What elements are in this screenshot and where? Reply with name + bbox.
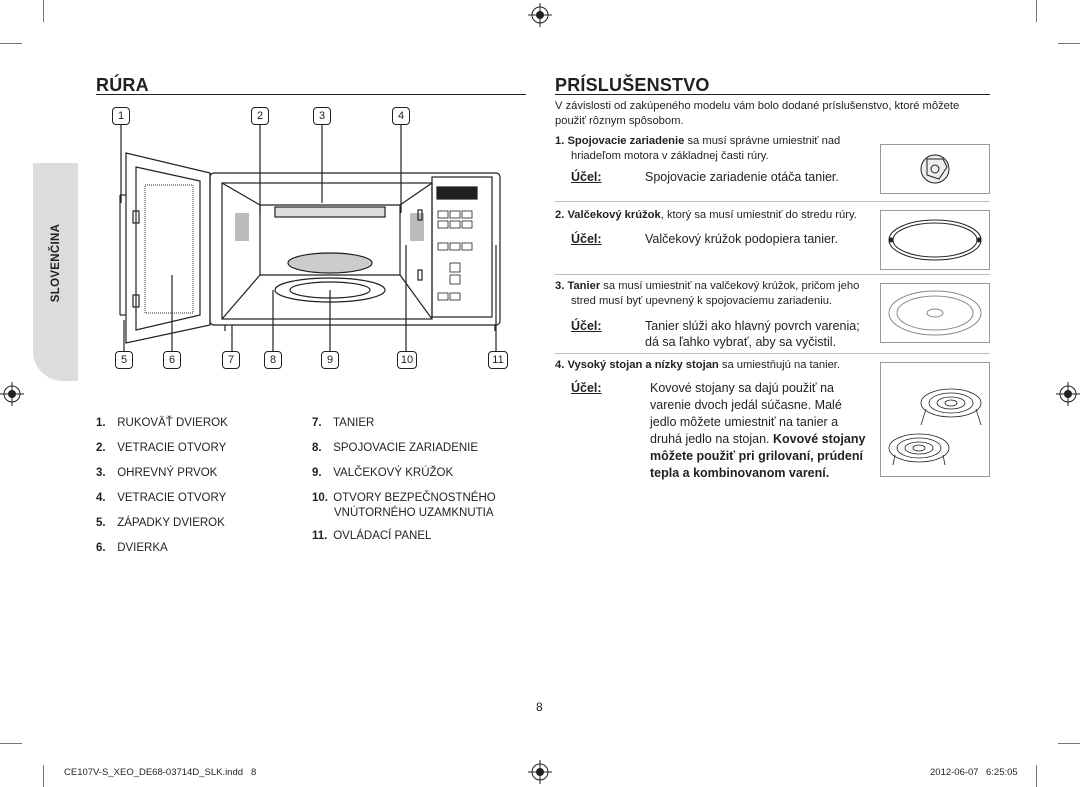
part-item: 10. OTVORY BEZPEČNOSTNÉHO bbox=[312, 492, 496, 504]
part-item: 7. TANIER bbox=[312, 417, 375, 429]
item-divider bbox=[555, 353, 990, 354]
footer-date: 2012-06-07 bbox=[930, 767, 979, 778]
part-item: 4. VETRACIE OTVORY bbox=[96, 492, 227, 504]
crop-mark bbox=[0, 43, 22, 44]
section-title-oven: RÚRA bbox=[96, 75, 149, 95]
part-item: 9. VALČEKOVÝ KRÚŽOK bbox=[312, 467, 454, 479]
registration-mark-icon bbox=[528, 3, 552, 27]
crop-mark bbox=[43, 0, 44, 22]
accessory-item-3: 3. Tanier sa musí umiestniť na valčekový… bbox=[555, 280, 860, 292]
item-divider bbox=[555, 274, 990, 275]
purpose-row: Účel:Spojovacie zariadenie otáča tanier. bbox=[571, 170, 839, 184]
language-side-tab: SLOVENČINA bbox=[33, 163, 78, 381]
callout-9: 9 bbox=[321, 351, 339, 369]
coupler-image bbox=[880, 144, 990, 194]
purpose-text: varenie dvoch jedál súčasne. Malé bbox=[650, 398, 842, 412]
part-item: 8. SPOJOVACIE ZARIADENIE bbox=[312, 442, 479, 454]
callout-3: 3 bbox=[313, 107, 331, 125]
racks-image bbox=[880, 362, 990, 477]
purpose-text-bold: môžete použiť pri grilovaní, prúdení bbox=[650, 449, 863, 463]
crop-mark bbox=[1036, 765, 1037, 787]
callout-7: 7 bbox=[222, 351, 240, 369]
callout-2: 2 bbox=[251, 107, 269, 125]
crop-mark bbox=[0, 743, 22, 744]
language-label: SLOVENČINA bbox=[49, 223, 62, 303]
crop-mark bbox=[43, 765, 44, 787]
registration-mark-icon bbox=[528, 760, 552, 784]
registration-mark-icon bbox=[0, 382, 24, 406]
callout-1: 1 bbox=[112, 107, 130, 125]
section-divider bbox=[555, 94, 990, 95]
turntable-image bbox=[880, 283, 990, 343]
intro-text: použiť rôznym spôsobom. bbox=[555, 115, 684, 127]
registration-mark-icon bbox=[1056, 382, 1080, 406]
accessory-item-3-line2: stred musí byť upevnený k spojovaciemu z… bbox=[571, 295, 833, 307]
page-number: 8 bbox=[536, 700, 543, 714]
callout-5: 5 bbox=[115, 351, 133, 369]
intro-text: V závislosti od zakúpeného modelu vám bo… bbox=[555, 100, 960, 112]
crop-mark bbox=[1036, 0, 1037, 22]
purpose-text: jedlo môžete umiestniť na tanier a bbox=[650, 415, 839, 429]
callout-8: 8 bbox=[264, 351, 282, 369]
part-item-line2: VNÚTORNÉHO UZAMKNUTIA bbox=[334, 507, 494, 519]
crop-mark bbox=[1058, 743, 1080, 744]
microwave-oven-illustration bbox=[119, 125, 501, 355]
purpose-row-line2: dá sa ľahko vybrať, aby sa vyčistil. bbox=[645, 335, 837, 349]
section-title-accessories: PRÍSLUŠENSTVO bbox=[555, 75, 710, 95]
callout-6: 6 bbox=[163, 351, 181, 369]
part-item: 1. RUKOVÄŤ DVIEROK bbox=[96, 417, 228, 429]
callout-4: 4 bbox=[392, 107, 410, 125]
accessory-item-1: 1. Spojovacie zariadenie sa musí správne… bbox=[555, 135, 841, 147]
item-divider bbox=[555, 201, 990, 202]
part-item: 5. ZÁPADKY DVIEROK bbox=[96, 517, 225, 529]
part-item: 11. OVLÁDACÍ PANEL bbox=[312, 530, 432, 542]
footer-file-name: CE107V-S_XEO_DE68-03714D_SLK.indd 8 bbox=[64, 767, 257, 778]
callout-11: 11 bbox=[488, 351, 508, 369]
purpose-row: Účel:Tanier slúži ako hlavný povrch vare… bbox=[571, 319, 860, 333]
purpose-text: Kovové stojany sa dajú použiť na bbox=[650, 381, 834, 395]
part-item: 3. OHREVNÝ PRVOK bbox=[96, 467, 218, 479]
accessory-item-2: 2. Valčekový krúžok, ktorý sa musí umies… bbox=[555, 209, 857, 221]
accessory-item-1-line2: hriadeľom motora v základnej časti rúry. bbox=[571, 150, 769, 162]
footer-time: 6:25:05 bbox=[986, 767, 1018, 778]
roller-ring-image bbox=[880, 210, 990, 270]
purpose-text-bold: tepla a kombinovanom varení. bbox=[650, 466, 830, 480]
purpose-row: Účel:Valčekový krúžok podopiera tanier. bbox=[571, 232, 838, 246]
purpose-row: Účel: bbox=[571, 381, 602, 395]
callout-10: 10 bbox=[397, 351, 417, 369]
section-divider bbox=[96, 94, 526, 95]
accessory-item-4: 4. Vysoký stojan a nízky stojan sa umies… bbox=[555, 359, 841, 371]
crop-mark bbox=[1058, 43, 1080, 44]
part-item: 2. VETRACIE OTVORY bbox=[96, 442, 227, 454]
part-item: 6. DVIERKA bbox=[96, 542, 168, 554]
purpose-text: druhá jedlo na stojan. Kovové stojany bbox=[650, 432, 866, 446]
